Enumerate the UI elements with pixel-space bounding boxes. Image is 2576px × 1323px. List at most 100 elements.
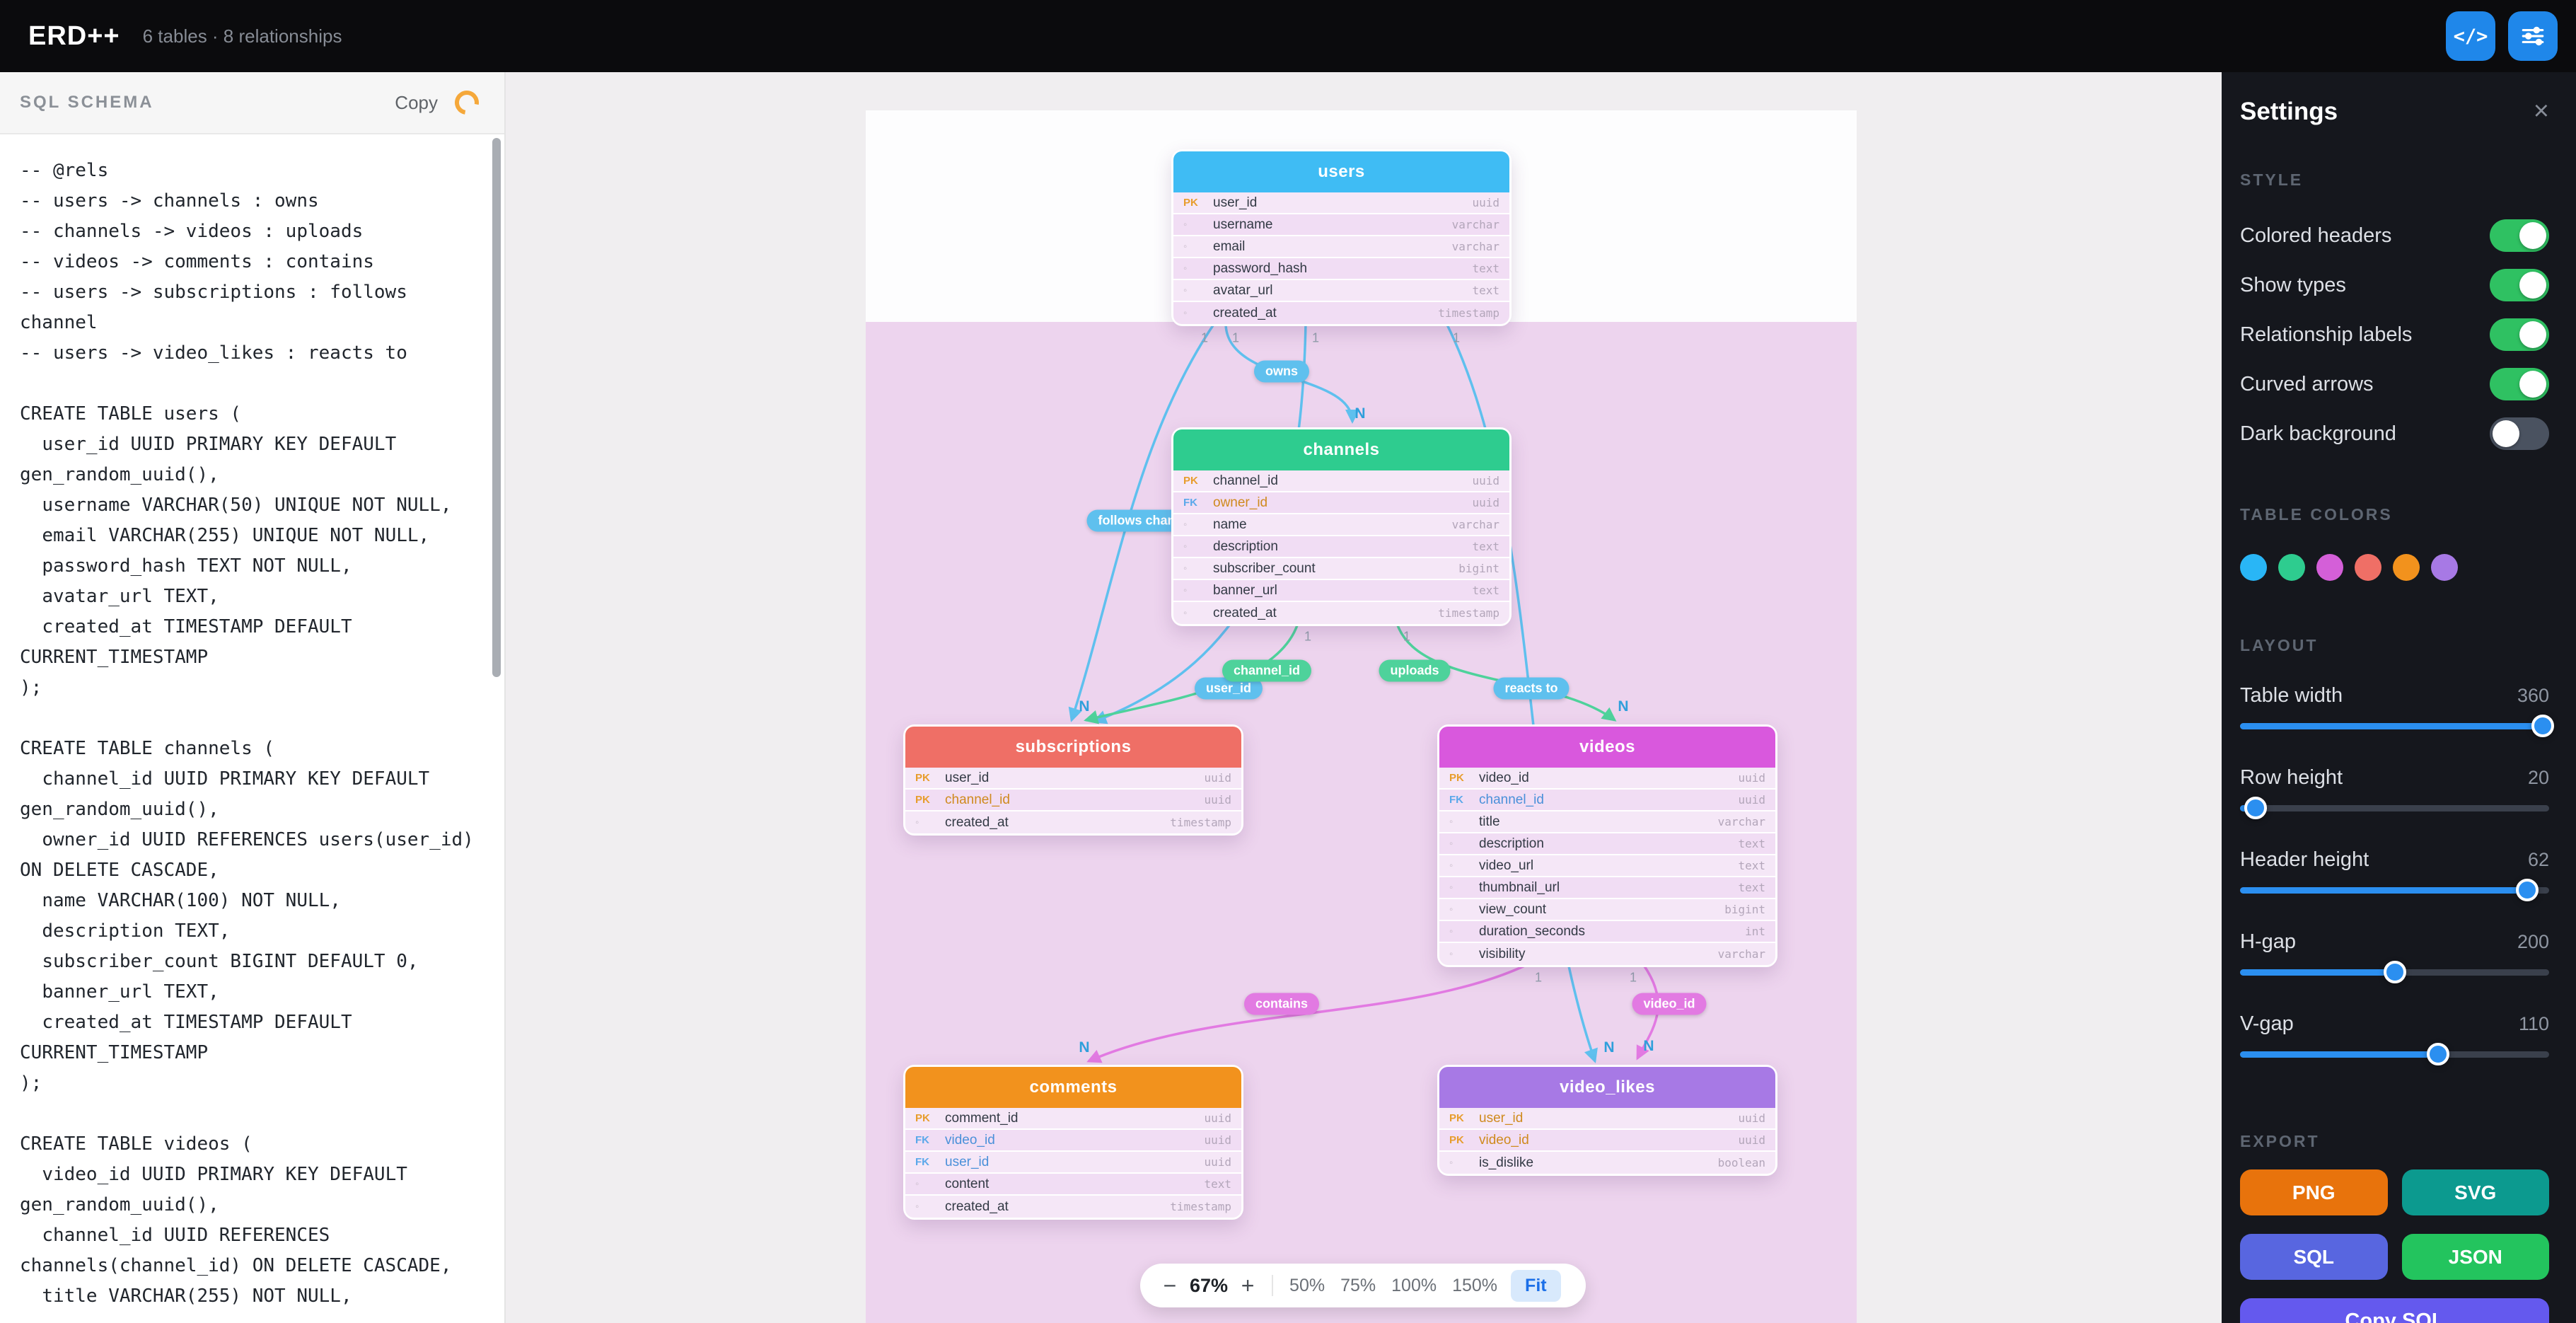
slider-header-height[interactable]: [2240, 879, 2549, 901]
export-svg-button[interactable]: SVG: [2401, 1169, 2549, 1215]
toggle-relationship-labels[interactable]: [2490, 318, 2549, 351]
toggle-show-types[interactable]: [2490, 269, 2549, 301]
pk-badge: PK: [1449, 1112, 1464, 1124]
toggle-colored-headers[interactable]: [2490, 219, 2549, 252]
toggle-curved-arrows[interactable]: [2490, 368, 2549, 400]
export-sql-button[interactable]: SQL: [2240, 1234, 2388, 1280]
color-swatch-4[interactable]: [2393, 554, 2420, 581]
slider-row-height[interactable]: [2240, 797, 2549, 819]
color-swatch-5[interactable]: [2431, 554, 2458, 581]
toggle-label: Relationship labels: [2240, 323, 2413, 346]
field-name: created_at: [945, 1198, 1009, 1214]
edge-label-reacts-to[interactable]: reacts to: [1493, 677, 1570, 700]
color-swatch-1[interactable]: [2278, 554, 2305, 581]
color-swatch-2[interactable]: [2316, 554, 2343, 581]
export-json-button[interactable]: JSON: [2401, 1234, 2549, 1280]
zoom-fit-button[interactable]: Fit: [1511, 1269, 1561, 1302]
close-icon[interactable]: ×: [2533, 96, 2549, 126]
slider-h-gap[interactable]: [2240, 961, 2549, 983]
export-png-button[interactable]: PNG: [2240, 1169, 2388, 1215]
zoom-preset-150[interactable]: 150%: [1452, 1275, 1498, 1295]
toggle-dark-background[interactable]: [2490, 417, 2549, 450]
edge-label-owns[interactable]: owns: [1253, 360, 1310, 383]
code-view-button[interactable]: </>: [2446, 11, 2495, 61]
slider-thumb[interactable]: [2426, 1043, 2449, 1065]
edge-label-video_id[interactable]: video_id: [1632, 993, 1707, 1015]
slider-track-fill: [2240, 969, 2395, 976]
copy-sql-button[interactable]: Copy SQL: [2240, 1298, 2549, 1323]
table-title[interactable]: users: [1173, 151, 1509, 192]
edge-label-uploads[interactable]: uploads: [1379, 659, 1451, 682]
table-title[interactable]: subscriptions: [905, 727, 1241, 768]
settings-button[interactable]: [2508, 11, 2558, 61]
slider-table-width[interactable]: [2240, 715, 2555, 737]
edge-label-channel_id[interactable]: channel_id: [1222, 659, 1312, 682]
slider-thumb[interactable]: [2516, 879, 2539, 901]
table-title[interactable]: video_likes: [1439, 1067, 1775, 1108]
slider-thumb[interactable]: [2244, 797, 2267, 819]
color-swatch-3[interactable]: [2355, 554, 2381, 581]
sidebar-scrollbar[interactable]: [492, 138, 501, 677]
zoom-preset-75[interactable]: 75%: [1340, 1275, 1376, 1295]
zoom-preset-50[interactable]: 50%: [1289, 1275, 1325, 1295]
copy-button[interactable]: Copy: [395, 91, 438, 113]
zoom-out-button[interactable]: −: [1154, 1270, 1185, 1301]
field-name: banner_url: [1213, 582, 1277, 598]
zoom-preset-100[interactable]: 100%: [1391, 1275, 1437, 1295]
zoom-in-button[interactable]: +: [1232, 1270, 1263, 1301]
edge-label-user_id[interactable]: user_id: [1194, 677, 1263, 700]
table-title[interactable]: comments: [905, 1067, 1241, 1108]
edge-label-contains[interactable]: contains: [1243, 993, 1320, 1015]
table-title[interactable]: videos: [1439, 727, 1775, 768]
edge-uploads[interactable]: [1396, 623, 1617, 722]
slider-v-gap[interactable]: [2240, 1043, 2549, 1065]
slider-thumb[interactable]: [2531, 715, 2555, 737]
sql-editor[interactable]: -- @rels -- users -> channels : owns -- …: [20, 160, 474, 1307]
table-title[interactable]: channels: [1173, 429, 1509, 470]
slider-thumb[interactable]: [2383, 961, 2406, 983]
color-swatch-0[interactable]: [2240, 554, 2267, 581]
edge-video_id[interactable]: [1636, 963, 1659, 1061]
